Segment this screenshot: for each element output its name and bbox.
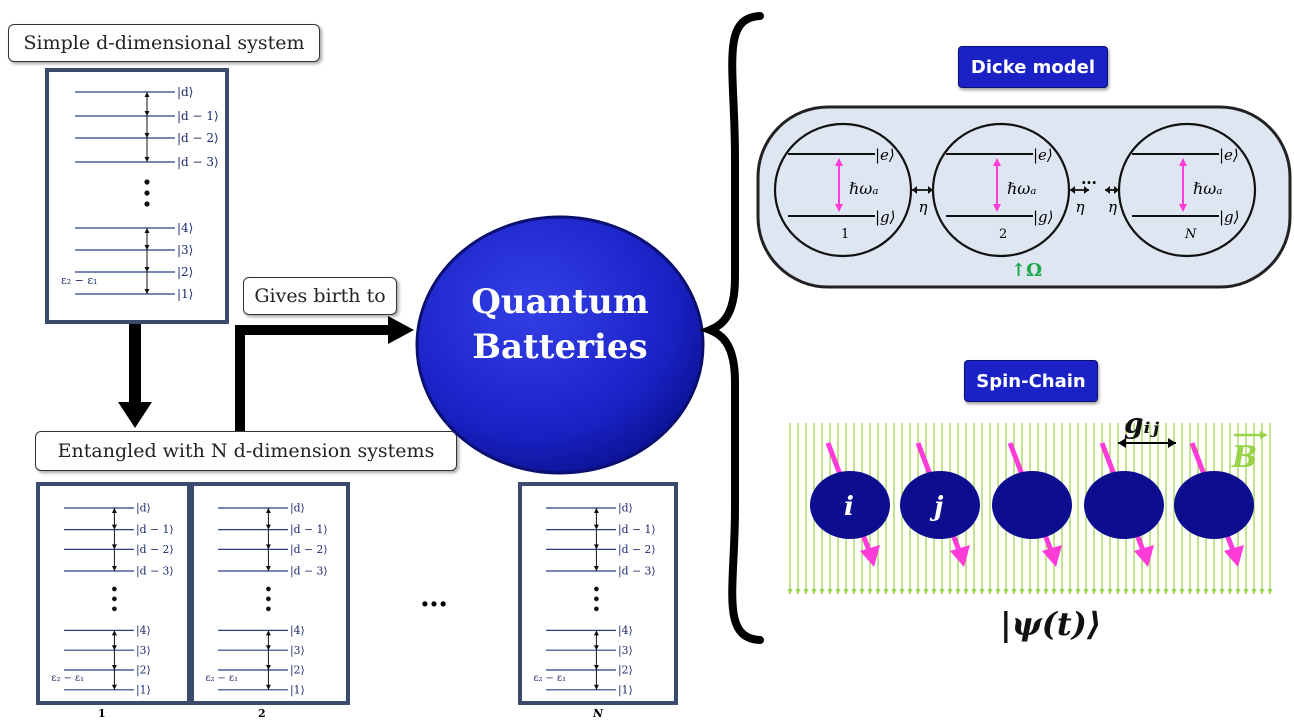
dicke-model-title: Dicke model xyxy=(958,46,1108,88)
panel-index-2: 2 xyxy=(258,707,266,720)
level-label: |2⟩ xyxy=(290,664,305,678)
coupling-label: gᵢⱼ xyxy=(1124,407,1159,440)
ground-state: |g⟩ xyxy=(1219,208,1240,226)
energy-gap-label: ε₂ − ε₁ xyxy=(51,673,84,684)
atom-index: N xyxy=(1184,227,1197,242)
curly-brace xyxy=(700,12,764,644)
panel-index-1: 1 xyxy=(98,707,106,720)
panel-ellipsis: … xyxy=(420,580,448,613)
level-label: |4⟩ xyxy=(290,624,305,638)
energy-level-diagram-2: |d⟩ |d − 1⟩ |d − 2⟩ |d − 3⟩ |4⟩ |3⟩ |2⟩ |1⟩ ε₂ −… xyxy=(205,502,328,698)
level-label: |2⟩ xyxy=(618,664,633,678)
quantum-batteries-circle: Quantum Batteries xyxy=(415,215,705,475)
gives-birth-label: Gives birth to xyxy=(243,277,397,315)
level-label: |1⟩ xyxy=(177,287,193,301)
birth-arrow xyxy=(235,316,414,440)
level-label: |d − 1⟩ xyxy=(136,523,174,537)
level-label: |d − 1⟩ xyxy=(177,109,219,123)
atom-index: 2 xyxy=(999,227,1007,242)
level-label: |2⟩ xyxy=(177,265,193,279)
spin-site xyxy=(1084,471,1164,539)
spin-site xyxy=(1174,471,1254,539)
entangled-label: Entangled with N d-dimension systems xyxy=(35,431,457,471)
level-label: |1⟩ xyxy=(136,683,151,697)
ground-state: |g⟩ xyxy=(875,208,896,226)
simple-system-text: Simple d-dimensional system xyxy=(23,32,305,54)
level-label: |d − 1⟩ xyxy=(290,523,328,537)
level-label: |d⟩ xyxy=(290,502,305,516)
atom-index: 1 xyxy=(841,227,849,242)
coupling-eta: η xyxy=(1076,198,1085,216)
spin-site xyxy=(810,471,890,539)
level-label: |3⟩ xyxy=(177,243,193,257)
level-label: |d − 2⟩ xyxy=(290,543,328,557)
level-label: |d − 2⟩ xyxy=(618,543,656,557)
level-label: |d − 3⟩ xyxy=(290,565,328,579)
transition-freq: ℏωₐ xyxy=(1193,179,1222,198)
simple-system-panel: |d⟩ |d − 1⟩ |d − 2⟩ |d − 3⟩ |4⟩ |3⟩ |2⟩ |1⟩ ε₂ −… xyxy=(45,68,229,324)
level-label: |3⟩ xyxy=(290,644,305,658)
omega-label: ↑Ω xyxy=(1011,260,1042,281)
energy-level-diagram-1: |d⟩ |d − 1⟩ |d − 2⟩ |d − 3⟩ |4⟩ |3⟩ |2⟩ |1⟩ ε₂ −… xyxy=(51,502,174,698)
dicke-title-text: Dicke model xyxy=(970,56,1096,78)
level-label: |d − 2⟩ xyxy=(177,131,219,145)
level-label: |3⟩ xyxy=(618,644,633,658)
field-label: B xyxy=(1231,440,1257,475)
transition-freq: ℏωₐ xyxy=(1007,179,1036,198)
bottom-panel-2: |d⟩ |d − 1⟩ |d − 2⟩ |d − 3⟩ |4⟩ |3⟩ |2⟩ |1⟩ ε₂ −… xyxy=(190,482,350,705)
level-label: |d⟩ xyxy=(618,502,633,516)
level-label: |d − 3⟩ xyxy=(177,155,219,169)
dicke-ellipsis: … xyxy=(1081,169,1097,188)
level-label: |4⟩ xyxy=(618,624,633,638)
spin-site xyxy=(992,471,1072,539)
energy-level-diagram: |d⟩ |d − 1⟩ |d − 2⟩ |d − 3⟩ |4⟩ |3⟩ |2⟩ |1⟩ ε₂ −… xyxy=(61,85,219,301)
transition-freq: ℏωₐ xyxy=(849,179,878,198)
bottom-panel-1: |d⟩ |d − 1⟩ |d − 2⟩ |d − 3⟩ |4⟩ |3⟩ |2⟩ |1⟩ ε₂ −… xyxy=(36,482,191,705)
level-label: |2⟩ xyxy=(136,664,151,678)
coupling-eta: η xyxy=(1108,198,1117,216)
excited-state: |e⟩ xyxy=(1219,146,1239,164)
ground-state: |g⟩ xyxy=(1033,208,1054,226)
level-label: |d⟩ xyxy=(177,85,193,99)
panel-index-n: N xyxy=(593,707,604,720)
energy-level-diagram-n: |d⟩ |d − 1⟩ |d − 2⟩ |d − 3⟩ |4⟩ |3⟩ |2⟩ |1⟩ ε₂ −… xyxy=(533,502,656,698)
bottom-panel-n: |d⟩ |d − 1⟩ |d − 2⟩ |d − 3⟩ |4⟩ |3⟩ |2⟩ |1⟩ ε₂ −… xyxy=(518,482,678,705)
energy-gap-label: ε₂ − ε₁ xyxy=(533,673,566,684)
spin-title-text: Spin-Chain xyxy=(976,370,1086,392)
qb-title-line2: Batteries xyxy=(472,327,647,367)
entangled-text: Entangled with N d-dimension systems xyxy=(57,440,435,462)
spin-chain-title: Spin-Chain xyxy=(964,360,1098,402)
simple-system-label: Simple d-dimensional system xyxy=(8,24,320,62)
level-label: |3⟩ xyxy=(136,644,151,658)
level-label: |4⟩ xyxy=(177,221,193,235)
level-label: |1⟩ xyxy=(618,683,633,697)
energy-gap-label: ε₂ − ε₁ xyxy=(205,673,238,684)
state-label: |ψ(t)⟩ xyxy=(1000,605,1101,643)
excited-state: |e⟩ xyxy=(875,146,895,164)
level-label: |d − 1⟩ xyxy=(618,523,656,537)
spin-site xyxy=(900,471,980,539)
coupling-eta: η xyxy=(919,198,928,216)
site-label: i xyxy=(844,492,854,522)
level-label: |d⟩ xyxy=(136,502,151,516)
gives-birth-text: Gives birth to xyxy=(254,285,386,307)
level-label: |1⟩ xyxy=(290,683,305,697)
down-arrow xyxy=(118,324,152,428)
energy-gap-label: ε₂ − ε₁ xyxy=(61,274,97,287)
qb-title-line1: Quantum xyxy=(471,282,649,322)
level-label: |d − 2⟩ xyxy=(136,543,174,557)
excited-state: |e⟩ xyxy=(1033,146,1053,164)
atom-circle xyxy=(773,122,913,258)
level-label: |4⟩ xyxy=(136,624,151,638)
level-label: |d − 3⟩ xyxy=(136,565,174,579)
level-label: |d − 3⟩ xyxy=(618,565,656,579)
